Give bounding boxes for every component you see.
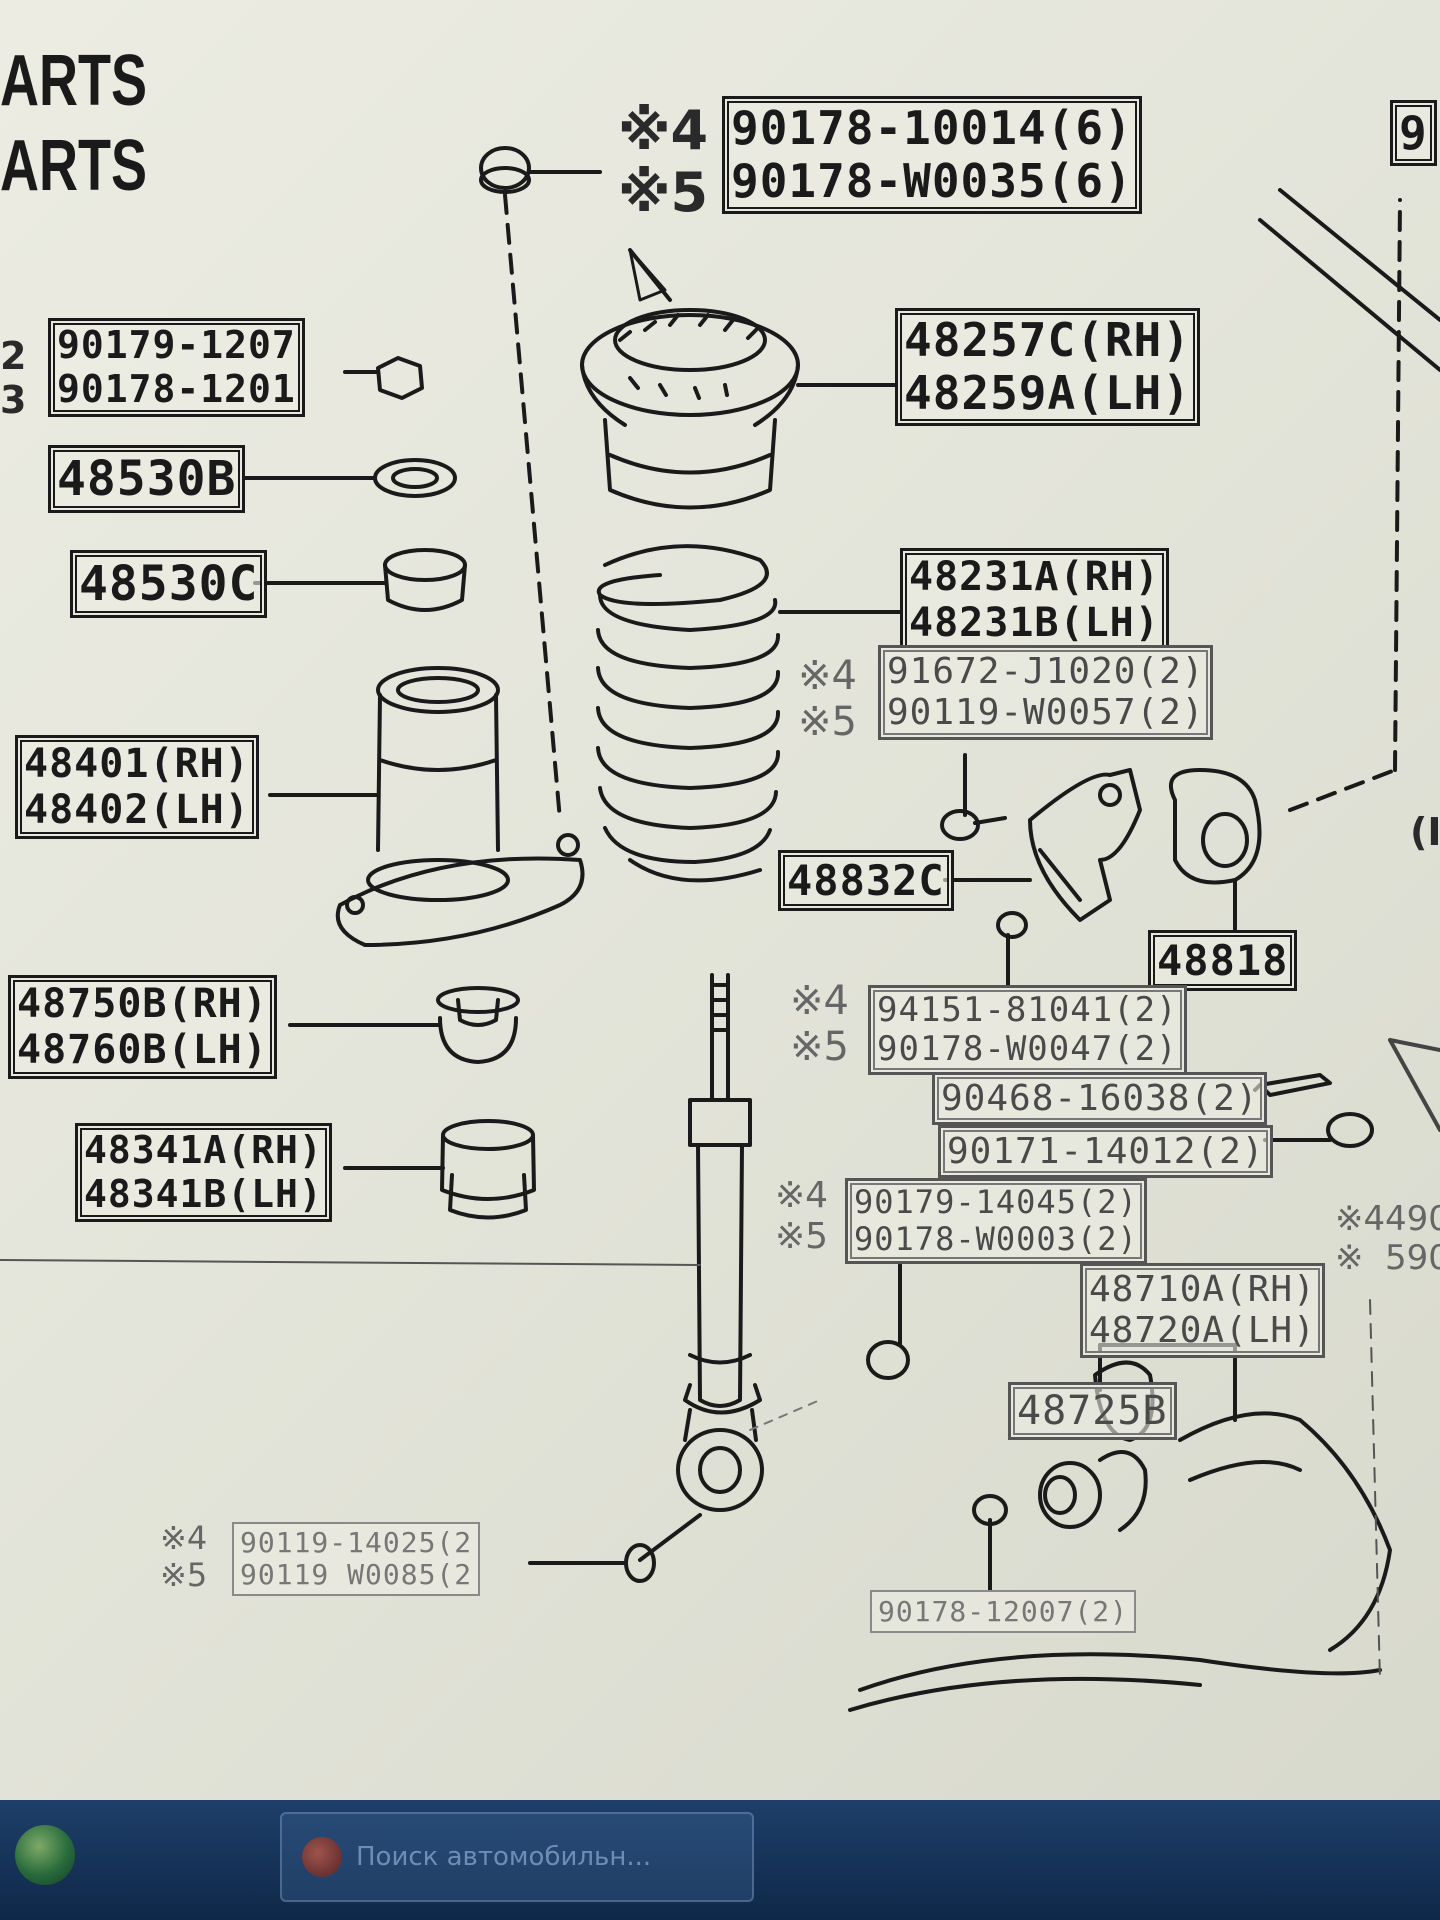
callout-marks: ※4 ※5 [775, 1175, 829, 1258]
part-label-upper-support[interactable]: 48257C(RH) 48259A(LH) [895, 308, 1200, 426]
part-label-bushing[interactable]: 48818 [1148, 930, 1298, 991]
part-label-washer[interactable]: 48530B [48, 445, 246, 513]
part-label-bracket-bolt[interactable]: 91672-J1020(2) 90119-W0057(2) [878, 645, 1214, 740]
section-heading-parts-2: ARTS [0, 126, 147, 206]
frame-member-drawing [1258, 188, 1440, 372]
shock-bolt-drawing [528, 1513, 702, 1583]
arm-nut-drawing [972, 1494, 1008, 1592]
part-label-arm-bushing[interactable]: 48725B [1008, 1382, 1177, 1440]
bracket-drawing [940, 753, 1142, 922]
os-taskbar: Поиск автомобильн... [0, 1800, 1440, 1920]
shock-nut-drawing [866, 1263, 910, 1380]
spring-bumper-drawing [268, 666, 585, 947]
shock-absorber-drawing [676, 973, 764, 1512]
part-label-upper-mount-nut[interactable]: 90179-1207 90178-1201 [48, 318, 305, 418]
part-label-top-right-cut[interactable]: 9 [1390, 100, 1437, 166]
callout-marks: 2 3 [0, 334, 27, 422]
coil-spring-drawing [596, 544, 902, 883]
link-nut-drawing [1263, 1112, 1374, 1148]
part-label-spring-bumper[interactable]: 48401(RH) 48402(LH) [15, 735, 259, 839]
part-label-lower-insulator[interactable]: 48750B(RH) 48760B(LH) [8, 975, 277, 1079]
bracket-nut-drawing [996, 911, 1028, 987]
dashed-guide-left [503, 193, 562, 822]
suspension-exploded-diagram [0, 146, 1440, 1712]
part-label-top-bolt[interactable]: 90178-10014(6) 90178-W0035(6) [722, 96, 1142, 214]
top-nut-drawing [479, 146, 602, 194]
browser-app-icon [302, 1837, 342, 1877]
bushing-drawing [1168, 768, 1262, 937]
upper-support-drawing [580, 308, 902, 510]
dashed-guide-right [1393, 198, 1402, 772]
bound-stopper-drawing [343, 1119, 536, 1220]
part-label-shock-nut[interactable]: 90179-14045(2) 90178-W0003(2) [845, 1178, 1147, 1264]
windows-logo-icon [15, 1825, 75, 1885]
collar-drawing [253, 548, 467, 612]
callout-marks: ※4 ※ [1335, 1199, 1386, 1279]
part-label-link-nut[interactable]: 90171-14012(2) [938, 1125, 1274, 1178]
part-label-lower-arm[interactable]: 48710A(RH) 48720A(LH) [1080, 1263, 1325, 1358]
part-label-shock-bolt[interactable]: 90119-14025(2 90119 W0085(2 [232, 1522, 481, 1597]
cotter-pin-drawing [1258, 1073, 1332, 1097]
part-label-bushing-nut[interactable]: 94151-81041(2) 90178-W0047(2) [868, 985, 1187, 1076]
washer-drawing [243, 458, 457, 498]
lower-insulator-drawing [288, 986, 520, 1064]
start-button[interactable] [0, 1810, 90, 1900]
callout-marks: ※4 ※5 [790, 978, 849, 1070]
part-label-collar[interactable]: 48530C [70, 550, 268, 618]
callout-marks: ※4 ※5 [160, 1519, 208, 1594]
right-edge-fragment: (I [1410, 810, 1440, 854]
part-label-coil-spring[interactable]: 48231A(RH) 48231B(LH) [900, 548, 1169, 652]
taskbar-window-button[interactable]: Поиск автомобильн... [280, 1812, 754, 1902]
callout-marks: ※4 ※5 [618, 99, 709, 225]
nut-drawing [343, 356, 424, 400]
right-edge-fragment: 490 590 [1385, 1199, 1440, 1279]
parts-catalog-viewer: ARTS ARTS ※4 ※5 90178-10014(6) 90178-W00… [0, 0, 1440, 1800]
part-label-cotter-pin[interactable]: 90468-16038(2) [932, 1072, 1268, 1125]
taskbar-window-title: Поиск автомобильн... [356, 1842, 652, 1872]
section-heading-parts-1: ARTS [0, 41, 147, 121]
part-label-arm-nut[interactable]: 90178-12007(2) [870, 1590, 1137, 1633]
part-label-bound-stopper[interactable]: 48341A(RH) 48341B(LH) [75, 1123, 332, 1223]
callout-marks: ※4 ※5 [798, 653, 857, 745]
part-label-spring-insulator[interactable]: 48832C [778, 850, 954, 911]
